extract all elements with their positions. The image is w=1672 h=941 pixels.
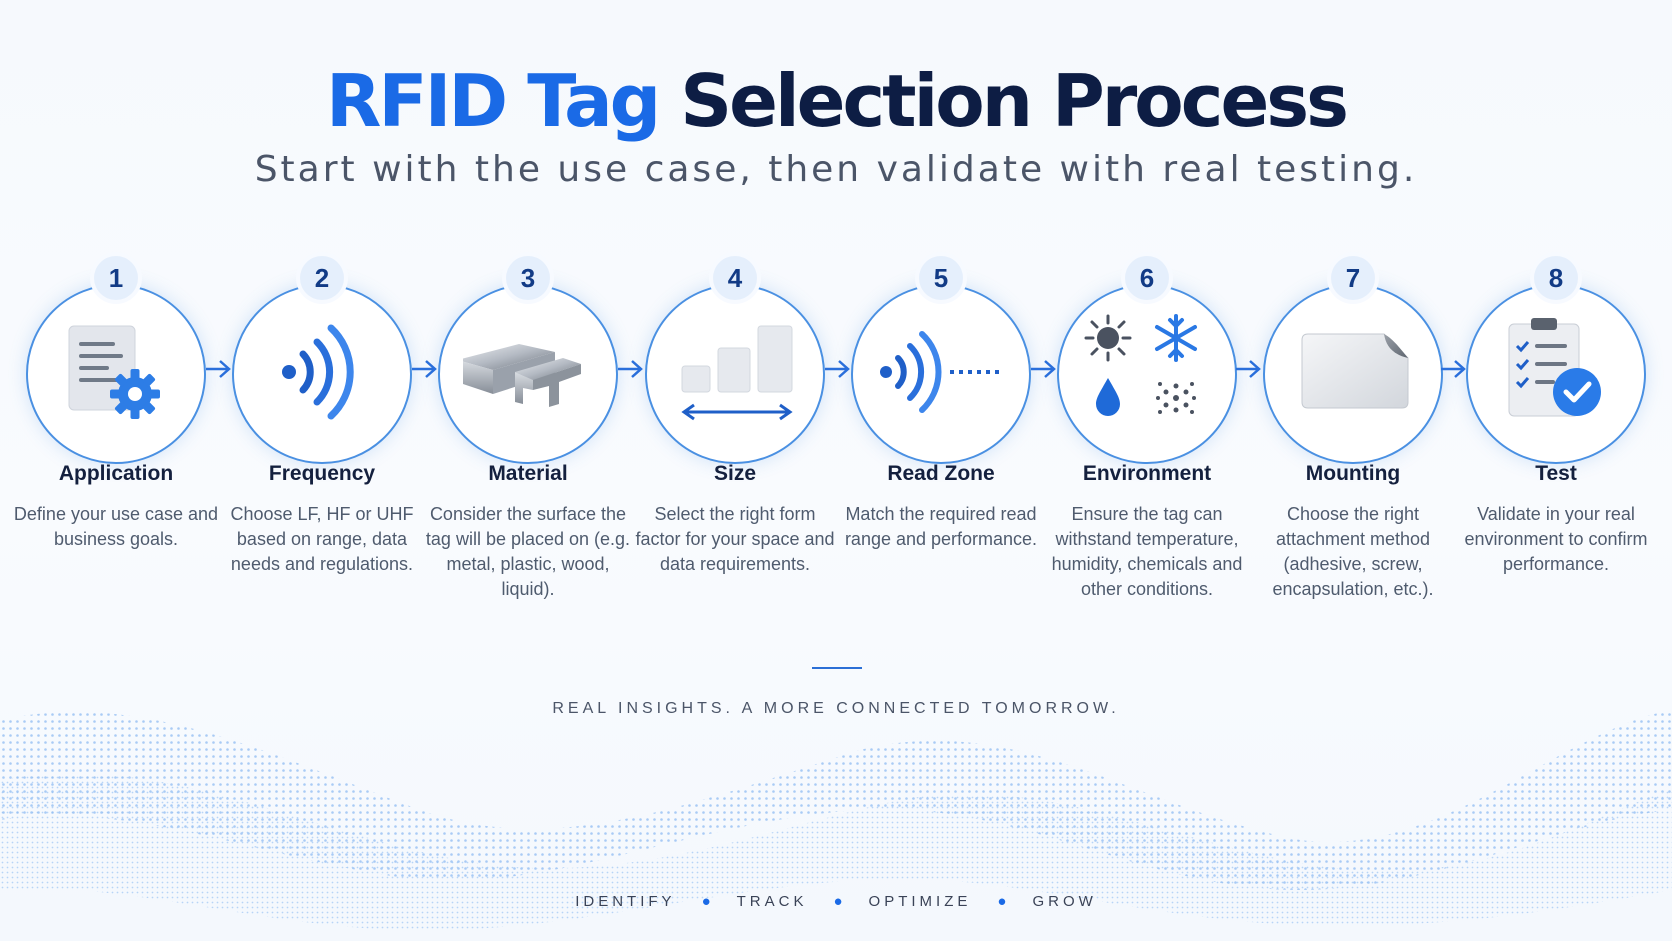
arrow-right-icon (1031, 360, 1056, 378)
radio-waves-icon (282, 324, 354, 420)
step-title: Material (488, 462, 568, 485)
footer-item: TRACK (736, 893, 808, 910)
step-circle (1057, 284, 1237, 464)
step-description: Choose the right attachment method (adhe… (1272, 504, 1434, 599)
bullet-dot-icon: ● (997, 893, 1007, 910)
size-blocks-icon (681, 325, 793, 421)
step-title: Environment (1082, 462, 1212, 485)
arrow-right-icon (618, 360, 643, 378)
adhesive-label-icon (1301, 333, 1409, 409)
step-number: 4 (713, 256, 757, 300)
bullet-dot-icon: ● (833, 893, 843, 910)
dotted-wave-decoration (0, 710, 1672, 931)
footer-item: GROW (1032, 893, 1097, 910)
step-description: Consider the surface the tag will be pla… (425, 504, 631, 599)
step-title: Frequency (268, 462, 376, 485)
step-description: Define your use case and business goals. (13, 504, 219, 549)
step-circle (232, 284, 412, 464)
step-number: 6 (1125, 256, 1169, 300)
arrow-right-icon (1236, 360, 1261, 378)
divider-line (812, 667, 862, 669)
footer-keywords: IDENTIFY ● TRACK ● OPTIMIZE ● GROW (0, 893, 1672, 910)
page-title: RFID Tag Selection Process (0, 56, 1672, 146)
step-description: Match the required read range and perfor… (844, 504, 1038, 549)
tagline: REAL INSIGHTS. A MORE CONNECTED TOMORROW… (552, 700, 1120, 717)
page-subtitle: Start with the use case, then validate w… (254, 149, 1418, 190)
bullet-dot-icon: ● (701, 893, 711, 910)
sun-icon (1084, 314, 1132, 362)
step-number: 3 (506, 256, 550, 300)
step-description: Ensure the tag can withstand temperature… (1051, 504, 1243, 599)
step-title: Test (1535, 462, 1577, 485)
step-number: 7 (1331, 256, 1375, 300)
document-gear-icon (68, 325, 160, 419)
arrow-right-icon (825, 360, 850, 378)
particles-icon (1156, 382, 1196, 414)
step-number: 8 (1534, 256, 1578, 300)
step-title: Size (713, 462, 757, 485)
footer-item: IDENTIFY (575, 893, 676, 910)
step-number: 2 (300, 256, 344, 300)
arrow-right-icon (1441, 360, 1466, 378)
step-title: Mounting (1305, 462, 1401, 485)
step-description: Select the right form factor for your sp… (635, 504, 835, 574)
step-description: Validate in your real environment to con… (1464, 504, 1648, 574)
weather-conditions-icon (1084, 314, 1197, 416)
step-description: Choose LF, HF or UHF based on range, dat… (230, 504, 414, 574)
arrow-right-icon (206, 360, 231, 378)
title-main: Selection Process (680, 59, 1349, 143)
footer-item: OPTIMIZE (868, 893, 972, 910)
read-range-icon (880, 331, 1004, 413)
metal-beams-icon (463, 344, 581, 407)
checklist-clipboard-icon (1508, 318, 1601, 417)
arrow-right-icon (412, 360, 437, 378)
step-number: 1 (94, 256, 138, 300)
snowflake-icon (1155, 314, 1197, 362)
step-title: Read Zone (887, 462, 995, 485)
step-number: 5 (919, 256, 963, 300)
title-highlight: RFID Tag (325, 59, 661, 143)
step-title: Application (58, 462, 174, 485)
water-drop-icon (1096, 378, 1120, 416)
